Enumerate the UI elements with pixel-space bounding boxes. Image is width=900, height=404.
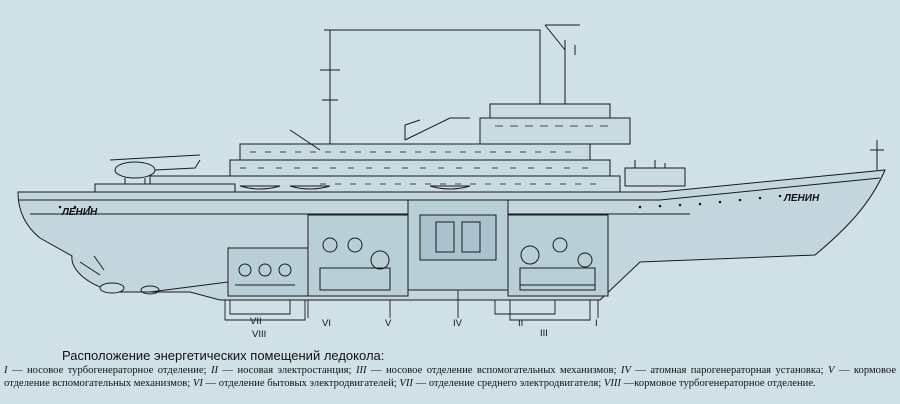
legend-text-VI: отделение бытовых электродвигателей;	[218, 377, 397, 389]
label-brackets	[224, 290, 599, 321]
legend-text-VII: отделение среднего электродвигателя;	[428, 377, 602, 389]
ship-name-stern: ЛЕНИН	[61, 207, 98, 218]
helicopter-icon	[109, 154, 201, 185]
fore-mast	[545, 24, 580, 104]
legend-roman-III: III	[355, 365, 367, 376]
legend-text-IV: атомная паро­генераторная установка;	[650, 365, 824, 376]
legend-text-VIII: кормовое турбогенераторное отделение.	[634, 377, 816, 389]
main-mast	[324, 29, 336, 144]
legend-roman-I: I	[4, 365, 8, 376]
engine-rooms	[227, 199, 609, 297]
label-IV: IV	[453, 318, 463, 329]
propeller-shaft	[149, 281, 229, 293]
legend-roman-IV: IV	[620, 365, 631, 376]
label-V: V	[385, 318, 392, 329]
label-VI: VI	[322, 318, 331, 329]
legend-roman-VI: VI	[192, 377, 203, 389]
legend-roman-VII: VII	[399, 377, 413, 389]
bridge	[479, 117, 631, 145]
legend-text-III: носовое отделение вспомогательных механи…	[385, 365, 617, 376]
legend-roman-VIII: VIII	[603, 377, 621, 389]
label-VII: VII	[250, 316, 262, 327]
ship-name-bow: ЛЕНИН	[783, 193, 820, 204]
bow-deckhouse	[624, 167, 686, 187]
legend-text-V: кормовое отделение вспомогательных механ…	[4, 365, 897, 389]
icebreaker-diagram: ЛЕНИН ЛЕНИН VII VIII VI V IV II III I	[17, 24, 886, 340]
reactor-icon	[419, 214, 497, 261]
caption-title: Расположение энергетических помещений ле…	[62, 348, 385, 363]
legend-text-II: носовая электростанция;	[237, 365, 352, 376]
caption-body: I — носовое турбогенераторное отделение;…	[4, 365, 897, 389]
legend-text-I: носовое турбогенераторное отделение;	[26, 365, 207, 376]
legend-roman-II: II	[210, 365, 218, 376]
caption: Расположение энергетических помещений ле…	[0, 346, 900, 404]
label-III: III	[540, 328, 548, 339]
portholes	[58, 194, 782, 209]
label-II: II	[518, 318, 523, 329]
label-I: I	[595, 318, 598, 329]
lifeboats	[239, 185, 471, 190]
legend-roman-V: V	[827, 365, 835, 376]
machinery	[235, 237, 596, 291]
crane	[404, 117, 470, 141]
propeller-icon	[99, 282, 160, 295]
label-VIII: VIII	[252, 329, 266, 340]
